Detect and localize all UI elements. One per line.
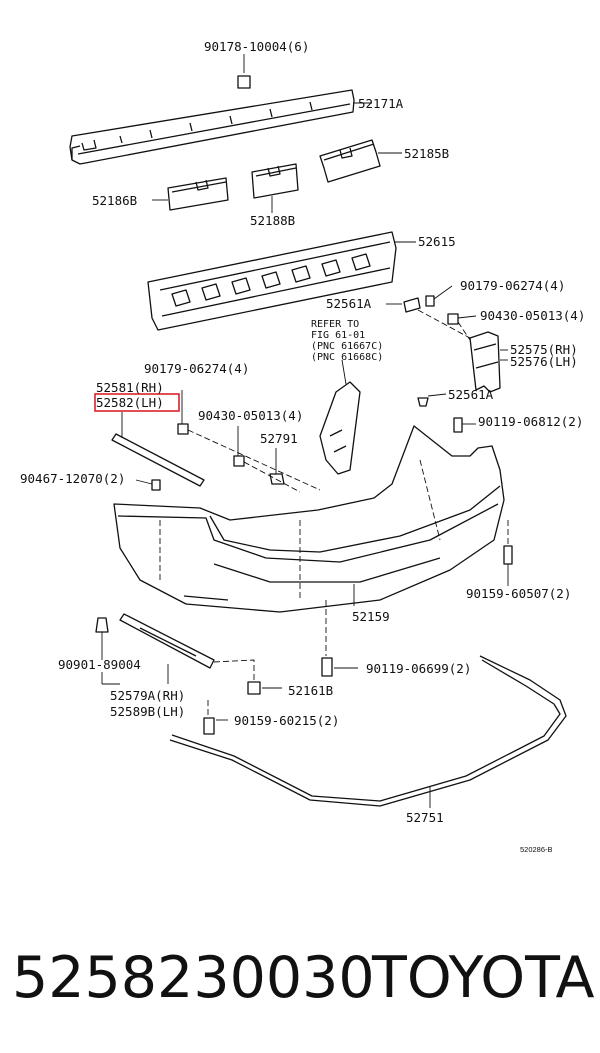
callout-90119-06812: 90119-06812(2): [478, 414, 583, 429]
refer-note-line-1: REFER TO: [311, 319, 359, 330]
callout-90179-06274-lower: 90179-06274(4): [144, 361, 249, 376]
callout-52579a-rh: 52579A(RH): [110, 688, 185, 703]
absorber-52188b-drawing: [251, 163, 299, 213]
refer-note-line-3: (PNC 61667C): [311, 341, 383, 352]
callout-90159-60215: 90159-60215(2): [234, 713, 339, 728]
retainer-52582-drawing: [111, 390, 321, 493]
highlight-box: [94, 393, 180, 412]
callout-52791: 52791: [260, 431, 298, 446]
drawing-number: 520286-B: [520, 845, 553, 854]
screw-90159-60507-drawing: [503, 520, 513, 586]
callout-52581-rh: 52581(RH): [96, 380, 164, 395]
reinforcement-beam-drawing: [69, 54, 372, 165]
energy-absorber-52615-drawing: [147, 231, 416, 331]
callout-52575-rh: 52575(RH): [510, 342, 578, 357]
callout-90159-60507: 90159-60507(2): [466, 586, 571, 601]
callout-90179-06274-upper: 90179-06274(4): [460, 278, 565, 293]
moulding-52751-drawing: [169, 655, 567, 808]
callout-52561a-upper: 52561A: [326, 296, 372, 311]
callout-52159: 52159: [352, 609, 390, 624]
part-number: 5258230030: [12, 945, 375, 1011]
callout-52751: 52751: [406, 810, 444, 825]
callout-52582-lh: 52582(LH): [96, 395, 164, 410]
callout-52589b-lh: 52589B(LH): [110, 704, 185, 719]
callout-52576-lh: 52576(LH): [510, 354, 578, 369]
callout-52161b: 52161B: [288, 683, 333, 698]
callout-52188b: 52188B: [250, 213, 295, 228]
callout-90467-12070: 90467-12070(2): [20, 471, 125, 486]
bolt-90119-06699-drawing: [321, 600, 358, 677]
callout-52171a: 52171A: [358, 96, 404, 111]
fasteners-upper-right-drawing: [386, 285, 508, 433]
brand-name: TOYOTA: [372, 945, 595, 1011]
absorber-52186b-drawing: [152, 177, 229, 211]
refer-note-line-2: FIG 61-01: [311, 330, 365, 341]
absorber-52185b-drawing: [319, 139, 402, 183]
callout-90430-05013-upper: 90430-05013(4): [480, 308, 585, 323]
callout-52561a-lower: 52561A: [448, 387, 494, 402]
refer-note-line-4: (PNC 61668C): [311, 352, 383, 363]
retainer-52579a-drawing: [95, 613, 282, 735]
callout-90178-10004: 90178-10004(6): [204, 39, 309, 54]
callout-52185b: 52185B: [404, 146, 449, 161]
callout-90901-89004: 90901-89004: [58, 657, 141, 672]
bumper-cover-52159-drawing: [113, 425, 505, 613]
callout-52615: 52615: [418, 234, 456, 249]
side-bracket-drawing: [319, 359, 361, 475]
callout-90119-06699: 90119-06699(2): [366, 661, 471, 676]
callout-90430-05013-lower: 90430-05013(4): [198, 408, 303, 423]
callout-52186b: 52186B: [92, 193, 137, 208]
